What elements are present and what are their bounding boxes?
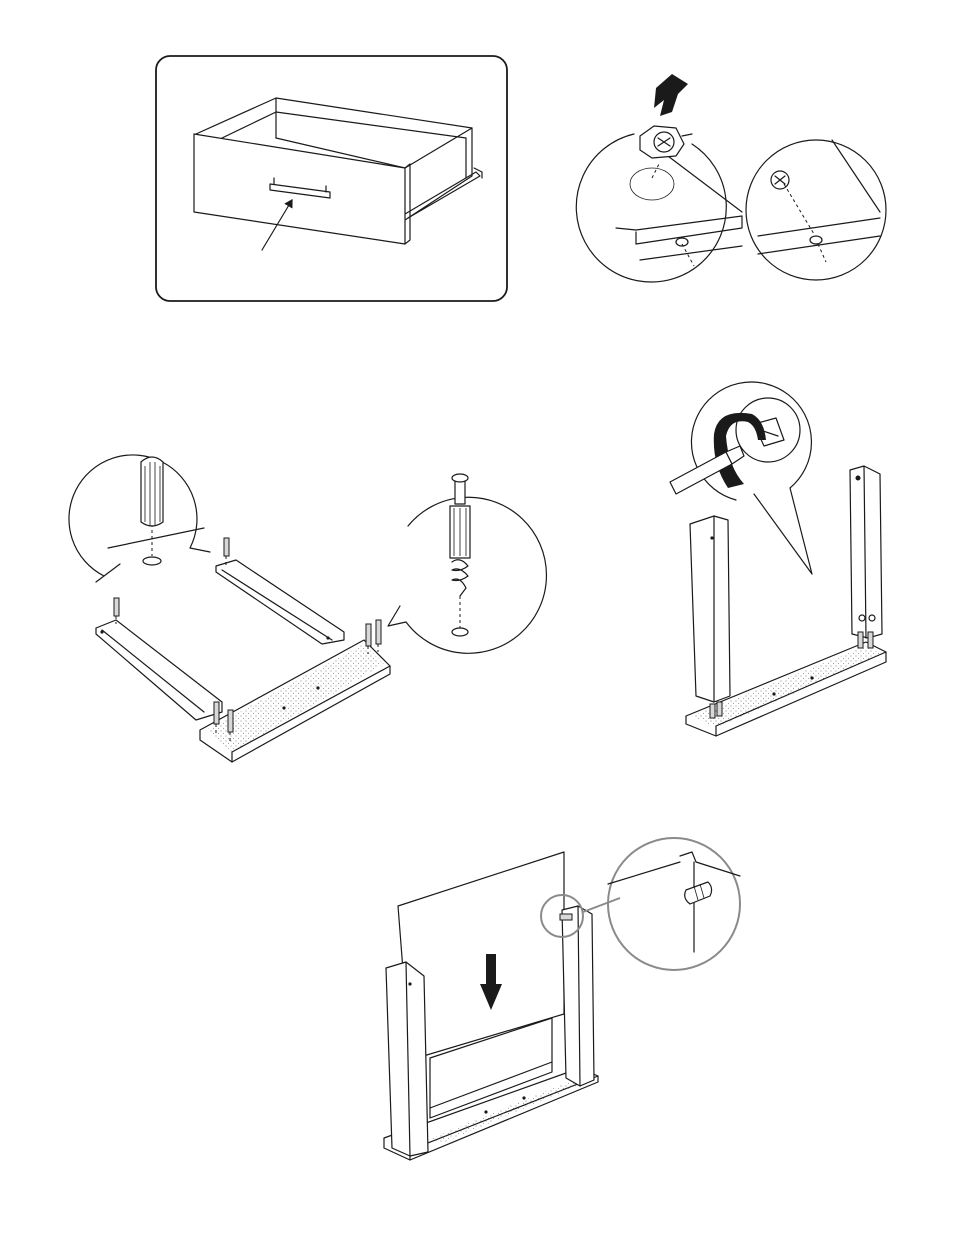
detail-callout-cam-bolt [388,474,546,653]
cam-lock-icon [640,126,692,158]
side-panel-left-icon [386,962,428,1156]
drawer-icon [194,98,482,244]
figure-back-panel-insert [384,838,740,1160]
side-panel-right-icon [850,466,882,648]
dowel-pin [224,538,229,556]
dowel-pin [114,598,119,616]
detail-callout-dowel [69,455,210,582]
figure-dowel-assembly [69,455,546,762]
side-panel-right-icon [560,906,594,1086]
frame-panels-icon [96,538,390,762]
wood-dowel-icon [141,457,163,526]
down-arrow-icon [654,74,688,116]
detail-circle-right [746,140,886,280]
cam-bolt-icon [450,474,470,596]
side-panel-left-icon [690,516,730,718]
figure-drawer-handle [156,56,507,301]
figure-side-panels-screw [670,382,886,736]
figure-cam-lock-insert [576,74,886,282]
